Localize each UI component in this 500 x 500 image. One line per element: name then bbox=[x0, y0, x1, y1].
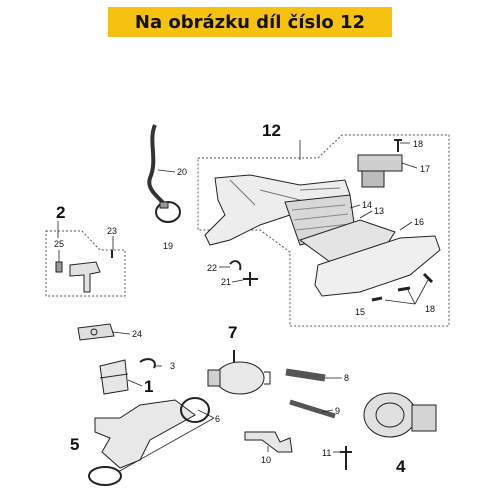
label-11: 11 bbox=[322, 448, 331, 458]
label-20: 20 bbox=[177, 167, 187, 177]
label-25: 25 bbox=[54, 239, 64, 249]
label-19: 19 bbox=[163, 241, 173, 251]
label-1: 1 bbox=[144, 377, 153, 396]
banner-title: Na obrázku díl číslo 12 bbox=[134, 11, 366, 33]
label-13: 13 bbox=[374, 206, 384, 216]
label-22: 22 bbox=[207, 263, 217, 273]
label-6: 6 bbox=[215, 414, 220, 424]
label-9: 9 bbox=[335, 406, 340, 416]
label-17: 17 bbox=[420, 164, 430, 174]
label-21: 21 bbox=[221, 277, 231, 287]
label-3: 3 bbox=[170, 361, 175, 371]
label-2: 2 bbox=[56, 203, 65, 222]
label-14: 14 bbox=[362, 200, 372, 210]
label-4: 4 bbox=[396, 457, 406, 476]
label-8: 8 bbox=[344, 373, 349, 383]
label-24: 24 bbox=[132, 329, 142, 339]
label-15: 15 bbox=[355, 307, 365, 317]
label-18b: 18 bbox=[425, 304, 435, 314]
label-23: 23 bbox=[107, 226, 117, 236]
label-10: 10 bbox=[261, 455, 271, 465]
label-5: 5 bbox=[70, 435, 79, 454]
title-banner: Na obrázku díl číslo 12 bbox=[108, 7, 392, 37]
label-12: 12 bbox=[262, 121, 281, 140]
label-18a: 18 bbox=[413, 139, 423, 149]
label-16: 16 bbox=[414, 217, 424, 227]
label-7: 7 bbox=[228, 323, 237, 342]
